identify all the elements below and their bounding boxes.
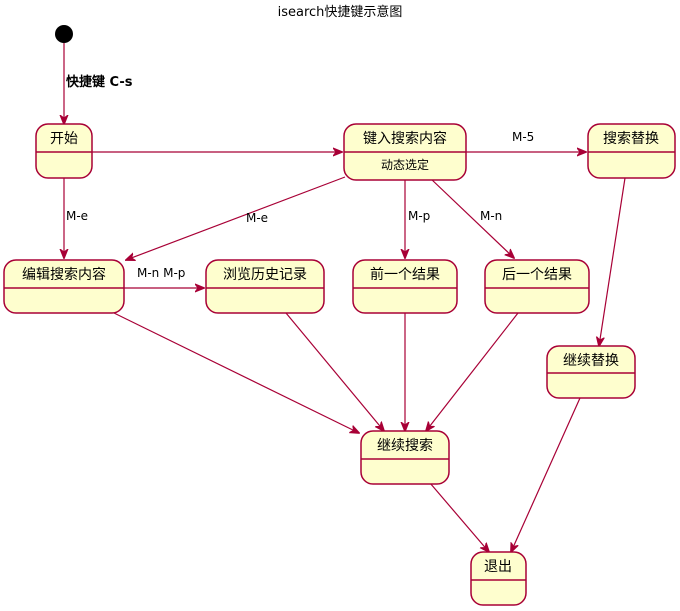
- edge-label-mn-mp: M-n M-p: [137, 266, 185, 280]
- edge-label-initial: 快捷键 C-s: [66, 74, 133, 90]
- edge-type-search-edit: M-e: [126, 176, 346, 260]
- edge-cont-search-exit: [429, 482, 489, 552]
- state-edit: 编辑搜索内容: [3, 259, 125, 314]
- edge-label-me-diag: M-e: [246, 211, 268, 225]
- state-replace: 搜索替换: [587, 123, 676, 179]
- edge-type-search-next: M-n: [429, 177, 514, 258]
- edge-cont-replace-exit: [511, 397, 581, 552]
- state-cont-search: 继续搜索: [360, 430, 450, 485]
- edge-start-edit: M-e: [64, 178, 88, 258]
- edge-history-cont-search: [285, 312, 384, 431]
- edge-edit-history: M-n M-p: [124, 266, 204, 288]
- state-prev-label: 前一个结果: [370, 266, 440, 283]
- state-history-label: 浏览历史记录: [223, 267, 307, 283]
- state-replace-label: 搜索替换: [603, 130, 659, 147]
- state-type-search-label: 键入搜索内容: [363, 130, 447, 147]
- edge-label-me-left: M-e: [66, 209, 88, 223]
- state-type-search-desc: 动态选定: [381, 157, 429, 172]
- state-start-label: 开始: [50, 131, 78, 147]
- edge-initial-start: 快捷键 C-s: [64, 43, 133, 124]
- state-next: 后一个结果: [484, 259, 590, 314]
- state-cont-replace: 继续替换: [546, 345, 636, 399]
- state-prev: 前一个结果: [352, 259, 458, 314]
- edge-edit-cont-search: [113, 312, 359, 433]
- state-exit-label: 退出: [484, 559, 512, 575]
- edge-label-mp: M-p: [408, 209, 430, 223]
- state-next-label: 后一个结果: [502, 267, 572, 283]
- diagram-title: isearch快捷键示意图: [278, 4, 403, 20]
- edge-type-search-prev: M-p: [405, 180, 430, 258]
- edge-label-m5: M-5: [512, 130, 534, 144]
- edge-replace-cont-replace: [599, 177, 626, 346]
- state-exit: 退出: [470, 551, 527, 606]
- state-edit-label: 编辑搜索内容: [22, 266, 106, 283]
- edge-next-cont-search: [426, 312, 519, 431]
- state-start: 开始: [35, 123, 93, 179]
- edge-label-mn: M-n: [480, 209, 502, 223]
- initial-node: [55, 25, 73, 43]
- state-type-search: 键入搜索内容 动态选定: [343, 123, 467, 181]
- edge-type-search-replace: M-5: [466, 130, 586, 152]
- state-cont-replace-label: 继续替换: [563, 352, 619, 369]
- state-history: 浏览历史记录: [205, 259, 325, 314]
- state-cont-search-label: 继续搜索: [377, 437, 433, 454]
